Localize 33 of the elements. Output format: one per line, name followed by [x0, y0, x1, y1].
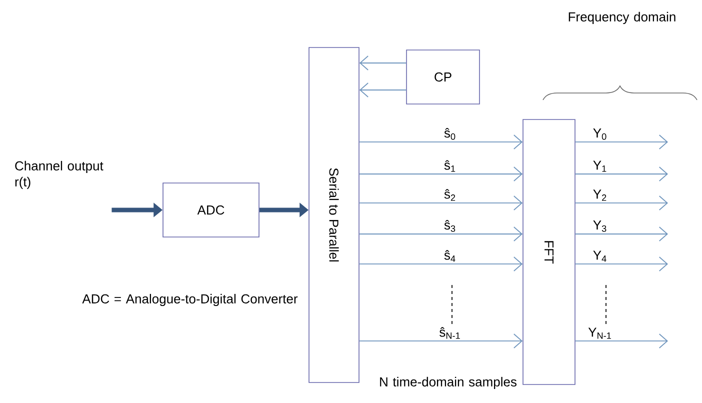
signal-arrow [359, 82, 407, 98]
signal-arrow [574, 334, 668, 348]
adc-box: ADC [162, 182, 260, 238]
label: Frequency domain [568, 12, 676, 24]
signal-arrow [358, 226, 523, 242]
fft-box: FFT [522, 119, 576, 385]
edge-label: Y$_{N-1}$ [588, 328, 611, 339]
signal-arrow [359, 56, 407, 70]
signal-arrow [574, 134, 668, 150]
label: N time-domain samples [380, 376, 516, 390]
edge-label: ŝ$_{2}$ [444, 189, 456, 201]
edge-label: ŝ$_{1}$ [444, 160, 456, 172]
signal-arrow [358, 334, 523, 348]
edge-label: ŝ$_{4}$ [444, 250, 456, 262]
signal-arrow [574, 256, 668, 272]
cp-box: CP [406, 50, 480, 104]
edge-label: Y$_{2}$ [593, 190, 606, 201]
edge-label: Y$_{4}$ [593, 250, 606, 262]
signal-arrow [574, 166, 668, 182]
signal-arrow [358, 256, 523, 272]
signal-arrow [358, 196, 523, 210]
edge-label: Y$_{1}$ [593, 160, 606, 172]
edge-label: Y$_{3}$ [593, 220, 606, 232]
edge-label: ŝ$_{0}$ [444, 128, 456, 140]
signal-arrow [358, 134, 523, 150]
edge-label: ŝ$_{N-1}$ [440, 327, 460, 339]
serial-to-parallel-box: Serial to Parallel [308, 47, 360, 383]
input-text: Channel output r(t) [15, 160, 104, 190]
signal-arrow [358, 166, 523, 182]
signal-arrow [574, 196, 668, 210]
signal-arrow [574, 226, 668, 242]
edge-label: Y$_{0}$ [593, 128, 606, 140]
edge-label: ŝ$_{3}$ [444, 220, 456, 232]
